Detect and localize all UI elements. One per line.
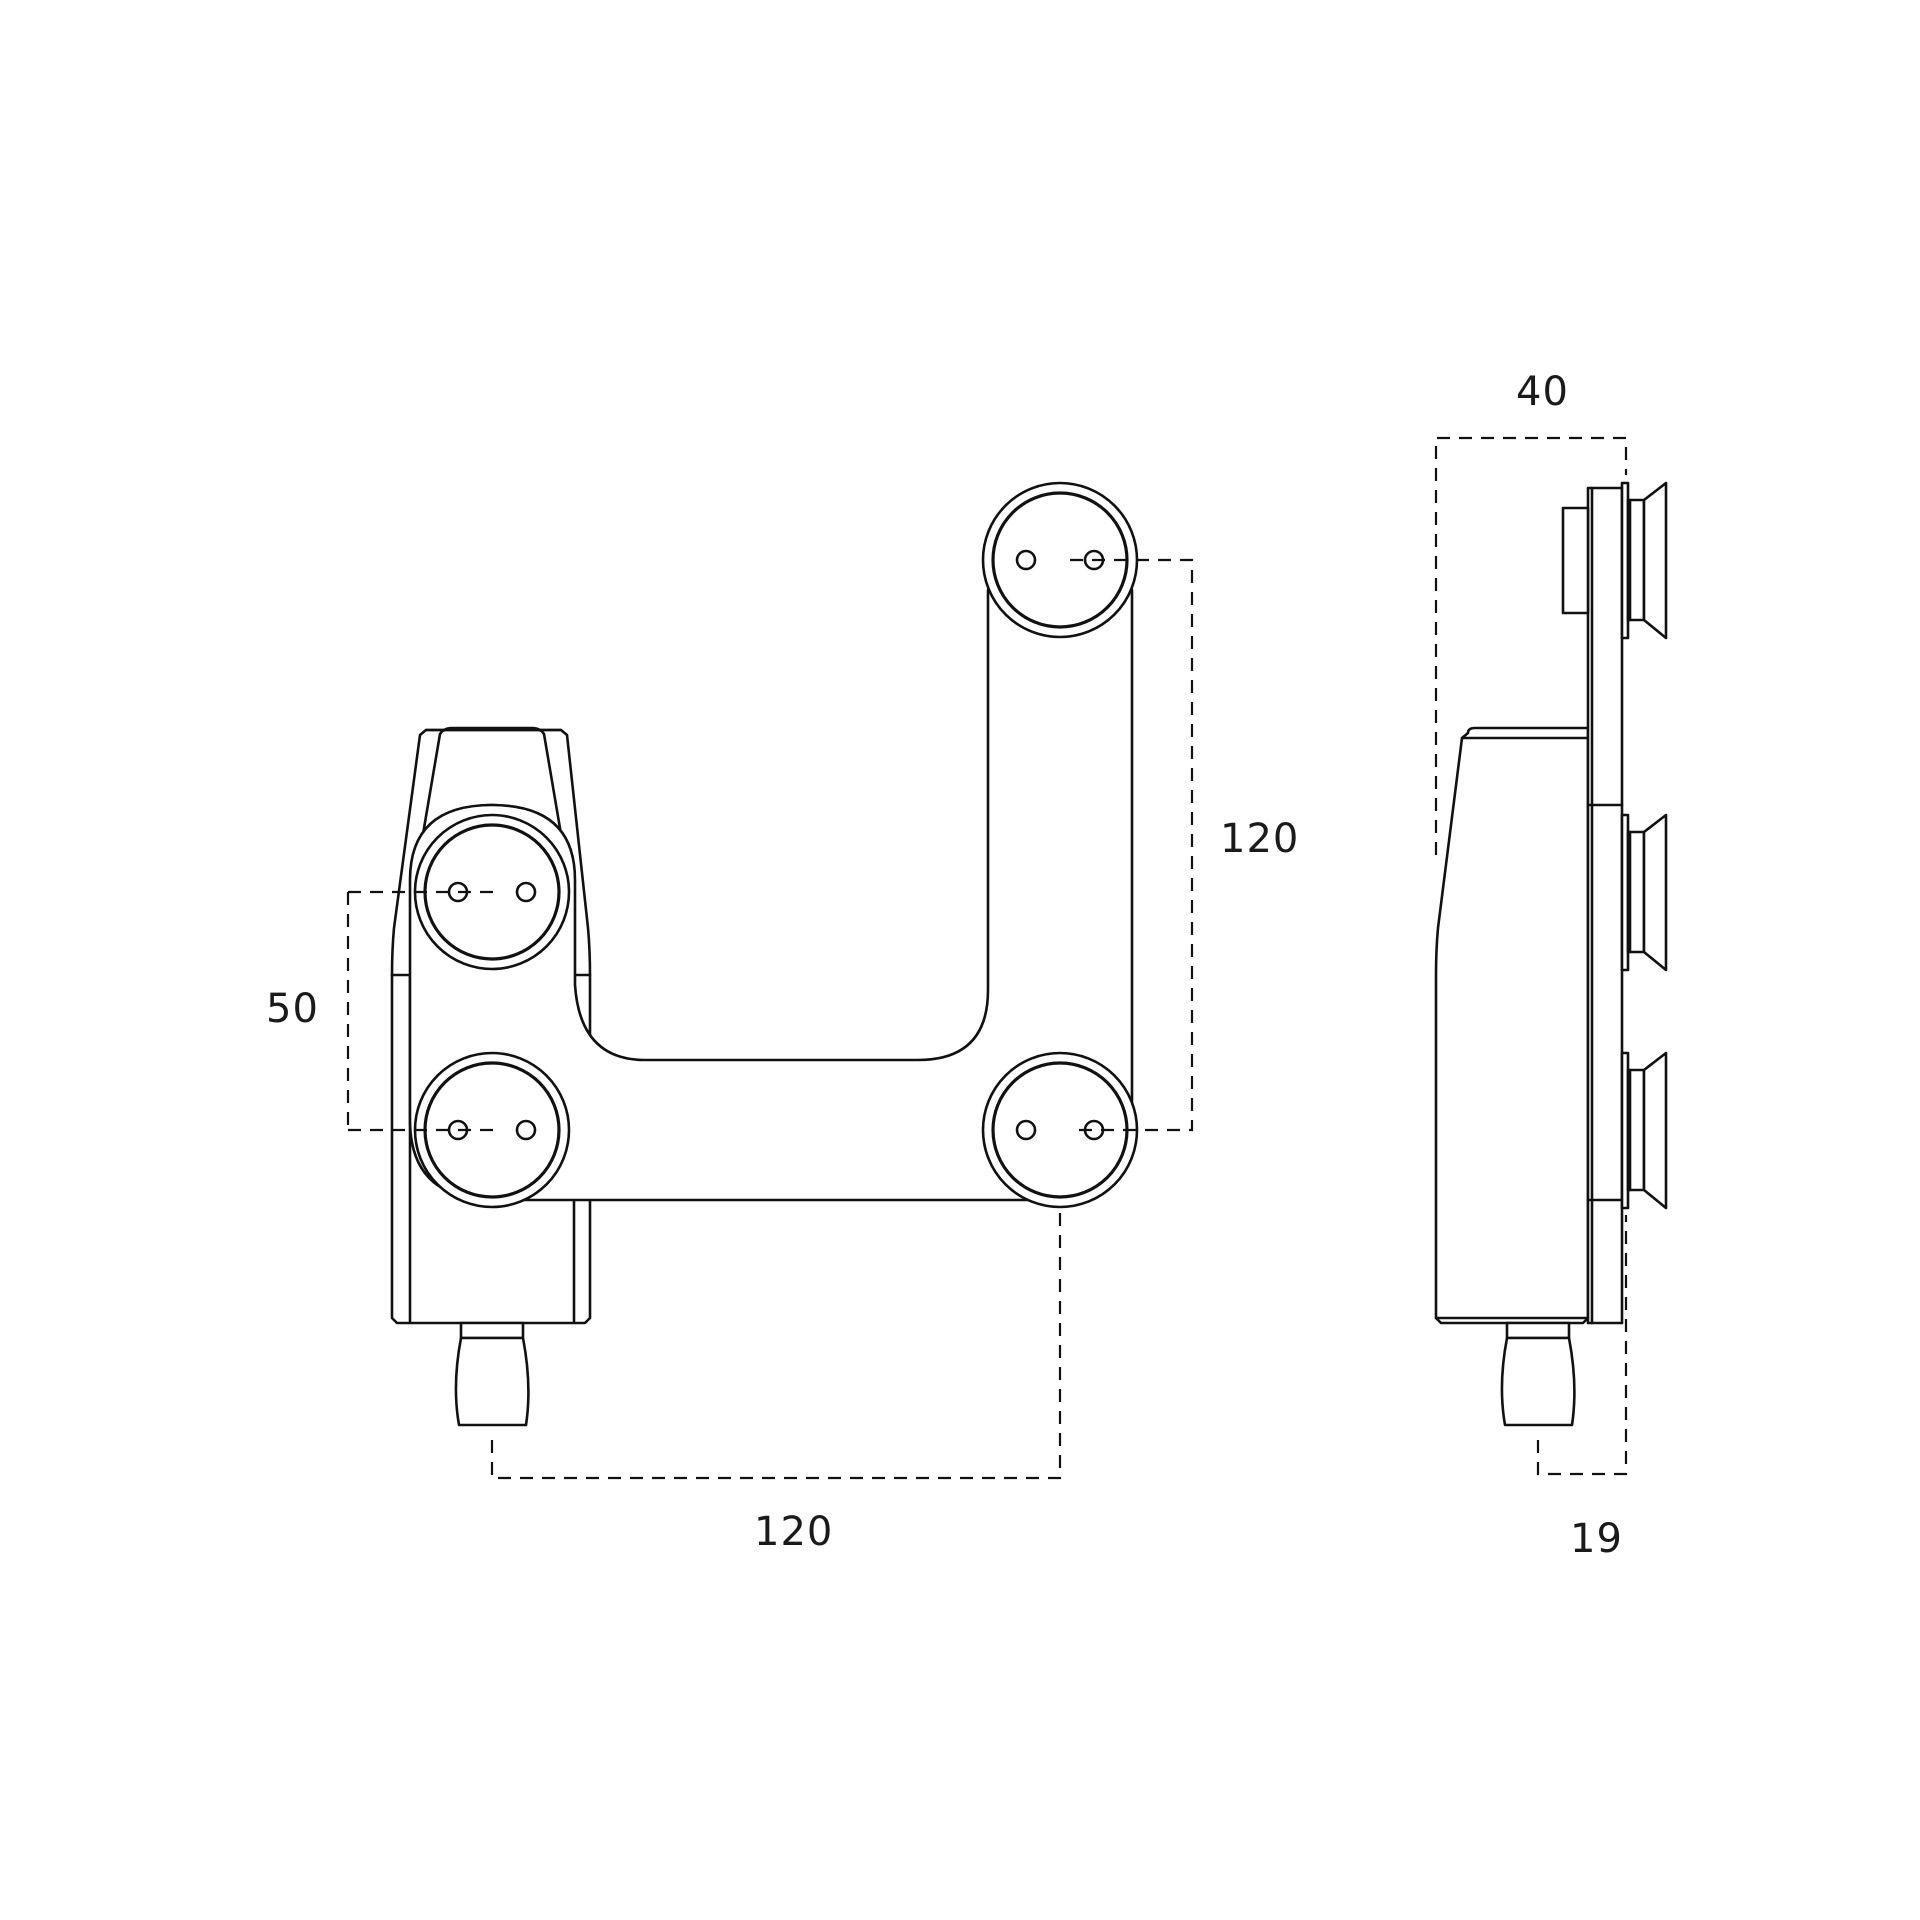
- dim-label-50: 50: [266, 986, 319, 1032]
- side-back-cap: [1561, 506, 1590, 615]
- side-spigot: [1500, 1321, 1576, 1427]
- dim-label-40: 40: [1516, 369, 1569, 415]
- front-spigot: [454, 1321, 530, 1427]
- dim-label-120-horizontal: 120: [754, 1509, 833, 1555]
- side-clamp-bottom: [1620, 1051, 1668, 1210]
- dim-label-120-vertical: 120: [1220, 816, 1299, 862]
- side-clamp-top: [1620, 481, 1668, 640]
- clamp-disc-bottom-right: [981, 1051, 1139, 1209]
- dim-label-19: 19: [1570, 1516, 1623, 1562]
- front-dimension-lines: [346, 558, 1194, 1480]
- clamp-disc-top-right: [981, 481, 1139, 639]
- side-view: 40 19: [1434, 369, 1668, 1562]
- front-view: 50 120 120: [266, 481, 1299, 1555]
- side-mounting-block: [1434, 726, 1590, 1325]
- side-glass-panel: [1586, 486, 1624, 1325]
- side-clamp-middle: [1620, 813, 1668, 972]
- side-dimension-lines: [1434, 436, 1628, 1476]
